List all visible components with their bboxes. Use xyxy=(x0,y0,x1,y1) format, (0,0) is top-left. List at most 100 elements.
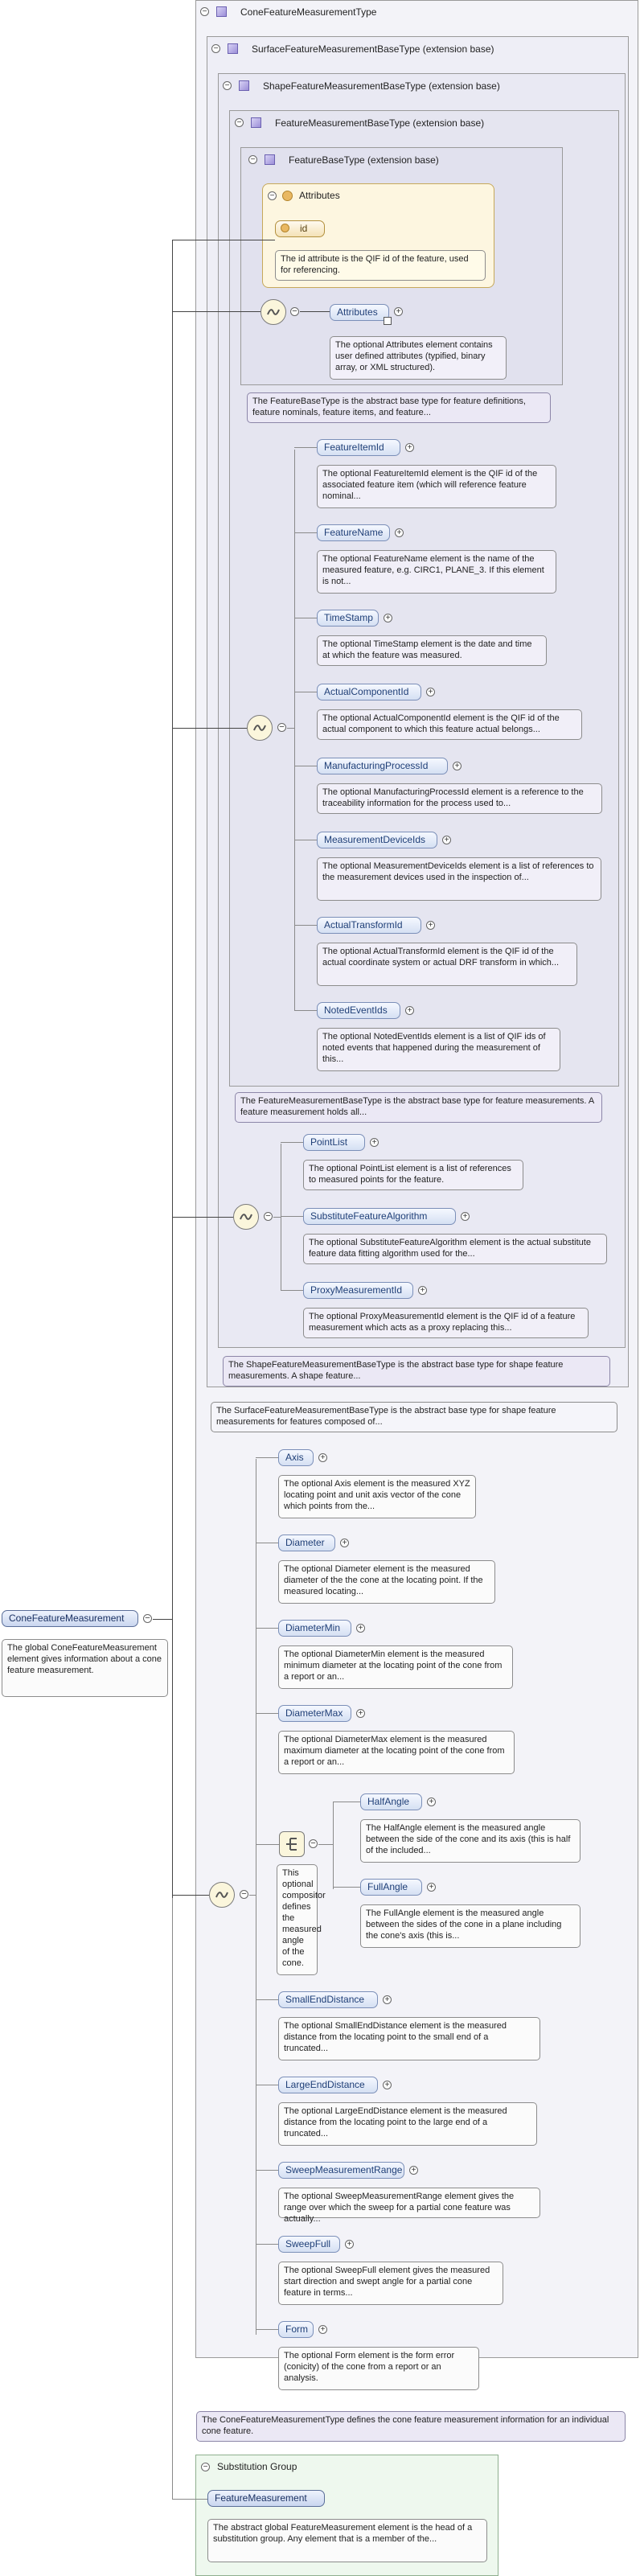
element-pointlist-doc: The optional PointList element is a list… xyxy=(303,1160,523,1190)
expand-actualtransformid[interactable]: + xyxy=(426,921,435,930)
element-featurename-doc: The optional FeatureName element is the … xyxy=(317,550,556,594)
element-attributes[interactable]: Attributes xyxy=(330,304,389,321)
connector xyxy=(249,1895,256,1896)
sequence-icon xyxy=(209,1882,235,1908)
element-halfangle-doc: The HalfAngle element is the measured an… xyxy=(360,1819,581,1863)
base-type-doc: The FeatureBaseType is the abstract base… xyxy=(247,392,551,423)
element-featureitemid[interactable]: FeatureItemId xyxy=(317,439,400,456)
expand-attributes[interactable]: + xyxy=(394,307,403,316)
element-diametermax[interactable]: DiameterMax xyxy=(278,1705,351,1722)
connector xyxy=(294,532,317,533)
expand-measurementdeviceids[interactable]: + xyxy=(442,836,451,844)
element-manufacturingprocessid-doc: The optional ManufacturingProcessId elem… xyxy=(317,783,602,814)
expand-featurename[interactable]: + xyxy=(395,528,404,537)
expand-featureitemid[interactable]: + xyxy=(405,443,414,452)
expand-fullangle[interactable]: + xyxy=(427,1883,436,1892)
element-featurename[interactable]: FeatureName xyxy=(317,524,390,541)
element-proxymeasurementid[interactable]: ProxyMeasurementId xyxy=(303,1282,413,1299)
element-substitutefeaturealgorithm[interactable]: SubstituteFeatureAlgorithm xyxy=(303,1208,456,1225)
connector xyxy=(172,1895,209,1896)
element-substitutefeaturealgorithm-doc: The optional SubstituteFeatureAlgorithm … xyxy=(303,1234,607,1264)
element-measurementdeviceids[interactable]: MeasurementDeviceIds xyxy=(317,832,437,848)
collapse-surface-type[interactable]: − xyxy=(211,44,220,53)
element-form-doc: The optional Form element is the form er… xyxy=(278,2347,479,2390)
connector xyxy=(294,450,295,1011)
element-largeenddistance[interactable]: LargeEndDistance xyxy=(278,2077,378,2093)
complex-type-icon xyxy=(228,43,238,54)
element-measurementdeviceids-doc: The optional MeasurementDeviceIds elemen… xyxy=(317,857,601,901)
attribute-id-label: id xyxy=(300,223,308,234)
connector xyxy=(281,1142,303,1143)
expand-largeenddistance[interactable]: + xyxy=(383,2081,392,2089)
element-actualtransformid[interactable]: ActualTransformId xyxy=(317,917,421,934)
shape-type-title: ShapeFeatureMeasurementBaseType (extensi… xyxy=(263,80,500,92)
element-axis[interactable]: Axis xyxy=(278,1449,314,1466)
collapse-sequence[interactable]: − xyxy=(240,1890,248,1899)
expand-diameter[interactable]: + xyxy=(340,1539,349,1547)
expand-diametermin[interactable]: + xyxy=(356,1624,365,1633)
element-fullangle[interactable]: FullAngle xyxy=(360,1879,422,1896)
element-fullangle-doc: The FullAngle element is the measured an… xyxy=(360,1904,581,1948)
measurement-type-doc: The FeatureMeasurementBaseType is the ab… xyxy=(235,1092,602,1123)
element-sweepfull[interactable]: SweepFull xyxy=(278,2236,340,2253)
element-pointlist[interactable]: PointList xyxy=(303,1134,365,1151)
element-featureitemid-doc: The optional FeatureItemId element is th… xyxy=(317,465,556,508)
connector xyxy=(153,1619,172,1620)
collapse-sequence[interactable]: − xyxy=(277,723,286,732)
expand-manufacturingprocessid[interactable]: + xyxy=(453,762,462,770)
collapse-base-type[interactable]: − xyxy=(248,155,257,164)
expand-smallenddistance[interactable]: + xyxy=(383,1995,392,2004)
element-feature-measurement[interactable]: FeatureMeasurement xyxy=(207,2490,325,2507)
expand-actualcomponentid[interactable]: + xyxy=(426,688,435,696)
element-actualcomponentid-doc: The optional ActualComponentId element i… xyxy=(317,709,582,740)
expand-form[interactable]: + xyxy=(318,2325,327,2334)
element-actualcomponentid[interactable]: ActualComponentId xyxy=(317,684,421,700)
root-element-doc: The global ConeFeatureMeasurement elemen… xyxy=(2,1639,168,1697)
element-manufacturingprocessid[interactable]: ManufacturingProcessId xyxy=(317,758,448,774)
element-diameter-doc: The optional Diameter element is the mea… xyxy=(278,1560,495,1604)
collapse-root[interactable]: − xyxy=(143,1614,152,1623)
measurement-type-title: FeatureMeasurementBaseType (extension ba… xyxy=(275,117,485,129)
choice-compositor-icon xyxy=(279,1831,305,1857)
expand-halfangle[interactable]: + xyxy=(427,1797,436,1806)
collapse-measurement-type[interactable]: − xyxy=(235,118,244,127)
attribute-icon xyxy=(281,224,289,232)
connector xyxy=(256,1999,278,2000)
element-halfangle[interactable]: HalfAngle xyxy=(360,1793,422,1810)
connector xyxy=(172,1898,173,2499)
expand-axis[interactable]: + xyxy=(318,1453,327,1462)
element-notedeventids[interactable]: NotedEventIds xyxy=(317,1002,400,1019)
expand-notedeventids[interactable]: + xyxy=(405,1006,414,1015)
root-element-cone-feature-measurement[interactable]: ConeFeatureMeasurement xyxy=(2,1610,138,1627)
element-smallenddistance-doc: The optional SmallEndDistance element is… xyxy=(278,2017,540,2060)
element-sweepmeasurementrange[interactable]: SweepMeasurementRange xyxy=(278,2162,404,2179)
element-diametermin[interactable]: DiameterMin xyxy=(278,1620,351,1637)
element-diameter[interactable]: Diameter xyxy=(278,1535,335,1551)
expand-proxymeasurementid[interactable]: + xyxy=(418,1286,427,1295)
collapse-attributes[interactable]: − xyxy=(268,191,277,200)
collapse-sequence[interactable]: − xyxy=(264,1212,273,1221)
collapse-cone-type[interactable]: − xyxy=(200,7,209,16)
connector xyxy=(172,728,247,729)
connector xyxy=(333,1887,360,1888)
element-sweepfull-doc: The optional SweepFull element gives the… xyxy=(278,2262,503,2305)
connector xyxy=(256,1713,278,1714)
expand-diametermax[interactable]: + xyxy=(356,1709,365,1718)
expand-sweepmeasurementrange[interactable]: + xyxy=(409,2166,418,2175)
collapse-sequence[interactable]: − xyxy=(290,307,299,316)
expand-pointlist[interactable]: + xyxy=(370,1138,379,1147)
element-form[interactable]: Form xyxy=(278,2321,314,2338)
connector xyxy=(294,1010,317,1011)
collapse-substitution-group[interactable]: − xyxy=(201,2463,210,2471)
collapse-shape-type[interactable]: − xyxy=(223,81,232,90)
shape-type-doc: The ShapeFeatureMeasurementBaseType is t… xyxy=(223,1356,610,1387)
connector xyxy=(287,728,294,729)
expand-sweepfull[interactable]: + xyxy=(345,2240,354,2249)
element-timestamp[interactable]: TimeStamp xyxy=(317,610,379,627)
element-smallenddistance[interactable]: SmallEndDistance xyxy=(278,1991,378,2008)
collapse-choice[interactable]: − xyxy=(309,1839,318,1848)
expand-timestamp[interactable]: + xyxy=(384,614,392,622)
connector xyxy=(172,240,173,1898)
surface-type-doc: The SurfaceFeatureMeasurementBaseType is… xyxy=(211,1402,617,1432)
expand-substitutefeaturealgorithm[interactable]: + xyxy=(461,1212,470,1221)
